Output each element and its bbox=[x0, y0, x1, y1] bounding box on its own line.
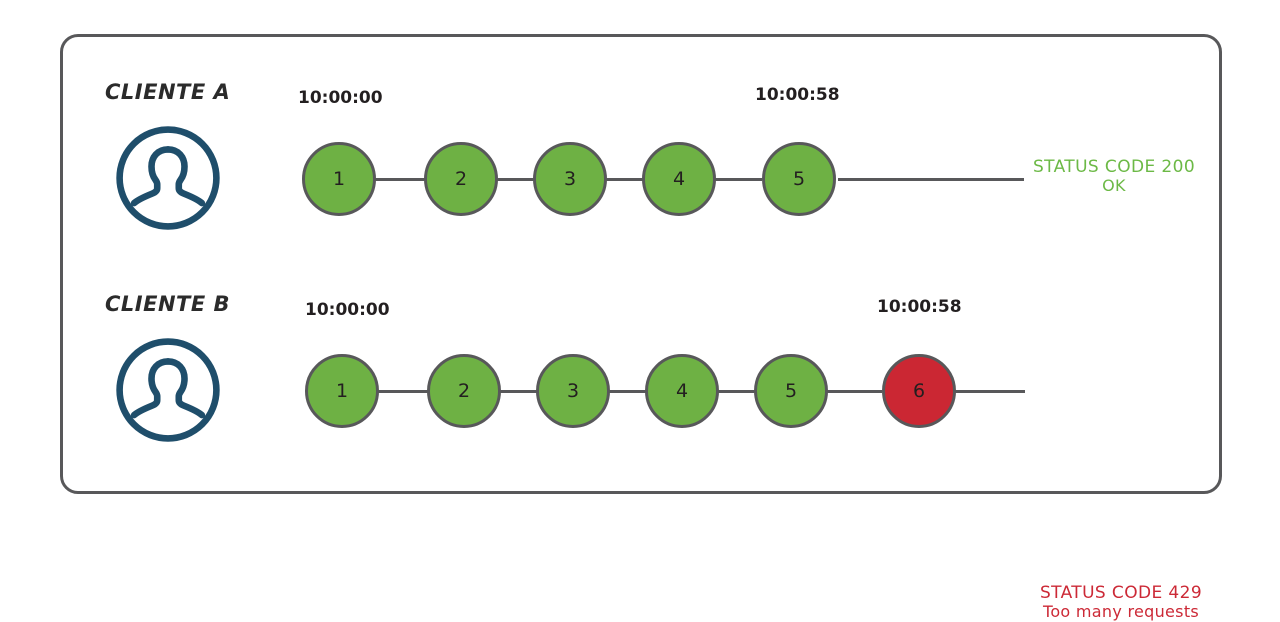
request-node[interactable]: 5 bbox=[754, 354, 828, 428]
connector-b-5 bbox=[814, 390, 882, 393]
request-node-number: 5 bbox=[792, 168, 806, 190]
connector-b-4 bbox=[705, 390, 755, 393]
timestamp-b-end: 10:00:58 bbox=[877, 297, 962, 317]
client-a-label: CLIENTE A bbox=[105, 80, 231, 104]
request-node[interactable]: 3 bbox=[533, 142, 607, 216]
status-code-line: STATUS CODE 200 bbox=[1032, 157, 1196, 177]
request-node[interactable]: 2 bbox=[424, 142, 498, 216]
status-badge-b: STATUS CODE 429 Too many requests bbox=[1026, 583, 1216, 622]
connector-b-1 bbox=[378, 390, 428, 393]
connector-a-1 bbox=[375, 178, 425, 181]
request-node[interactable]: 2 bbox=[427, 354, 501, 428]
request-node-number: 4 bbox=[675, 380, 689, 402]
connector-b-tail bbox=[955, 390, 1025, 393]
status-message-line: OK bbox=[1102, 176, 1126, 196]
request-node[interactable]: 4 bbox=[645, 354, 719, 428]
connector-b-2 bbox=[487, 390, 537, 393]
request-node[interactable]: 3 bbox=[536, 354, 610, 428]
timeline-b: 10:00:00 10:00:58 1 2 3 4 5 bbox=[0, 212, 1280, 621]
request-node-number: 3 bbox=[566, 380, 580, 402]
request-node-number: 5 bbox=[784, 380, 798, 402]
timestamp-b-start: 10:00:00 bbox=[305, 300, 390, 320]
timestamp-a-start: 10:00:00 bbox=[298, 88, 383, 108]
request-node-number: 2 bbox=[457, 380, 471, 402]
request-node-number: 1 bbox=[335, 380, 349, 402]
request-node-number: 6 bbox=[912, 380, 926, 402]
request-node[interactable]: 4 bbox=[642, 142, 716, 216]
client-b-label: CLIENTE B bbox=[105, 292, 231, 316]
timeline-a: 10:00:00 10:00:58 1 2 3 4 5 bbox=[0, 0, 1280, 216]
connector-a-tail bbox=[838, 178, 1024, 181]
connector-a-3 bbox=[593, 178, 643, 181]
status-message-line: Too many requests bbox=[1042, 602, 1200, 622]
connector-a-2 bbox=[484, 178, 534, 181]
request-node[interactable]: 5 bbox=[762, 142, 836, 216]
request-node-number: 4 bbox=[672, 168, 686, 190]
connector-a-4 bbox=[702, 178, 762, 181]
request-node[interactable]: 1 bbox=[302, 142, 376, 216]
diagram-frame bbox=[60, 34, 1222, 494]
request-node-number: 2 bbox=[454, 168, 468, 190]
connector-b-3 bbox=[596, 390, 646, 393]
request-node[interactable]: 1 bbox=[305, 354, 379, 428]
status-badge-a: STATUS CODE 200 OK bbox=[1024, 157, 1204, 196]
request-node-number: 1 bbox=[332, 168, 346, 190]
request-node-number: 3 bbox=[563, 168, 577, 190]
timestamp-a-end: 10:00:58 bbox=[755, 85, 840, 105]
user-avatar-icon bbox=[113, 123, 223, 233]
request-node[interactable]: 6 bbox=[882, 354, 956, 428]
user-avatar-icon bbox=[113, 335, 223, 445]
status-code-line: STATUS CODE 429 bbox=[1039, 583, 1203, 603]
